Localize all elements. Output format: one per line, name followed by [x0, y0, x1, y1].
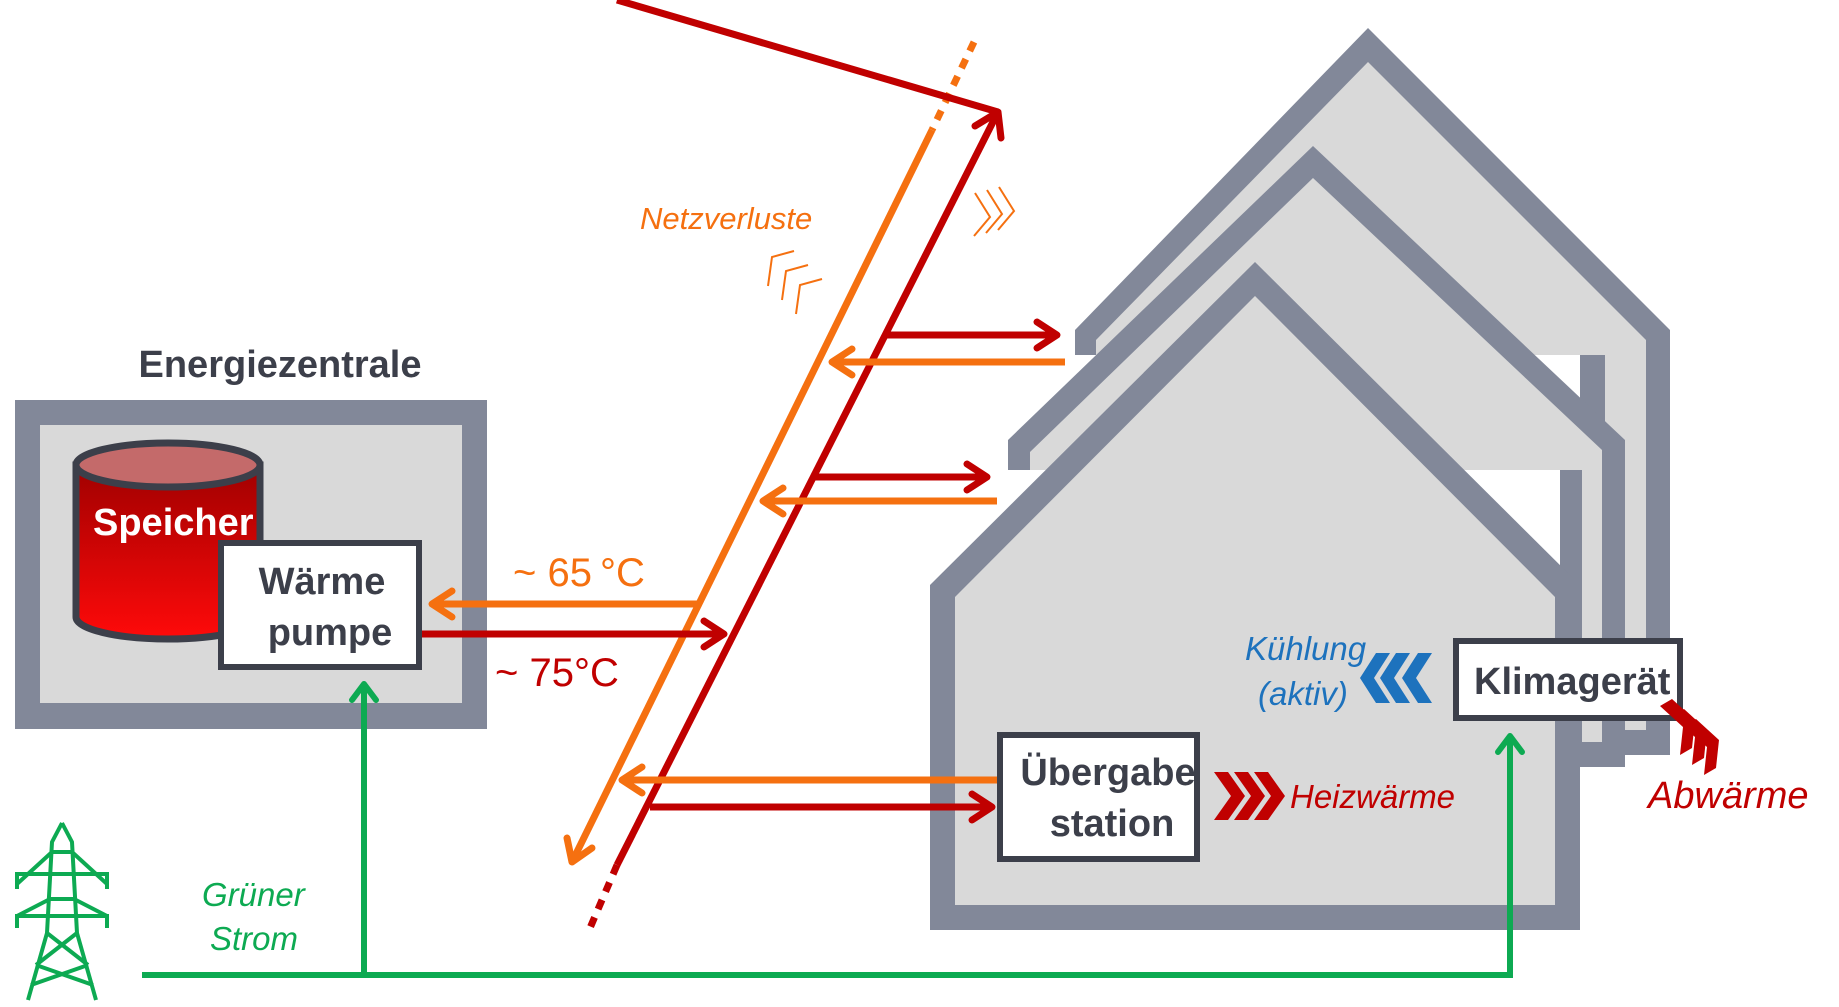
substation-label-1: Übergabe — [1020, 751, 1195, 794]
heat-pump-label-2: pumpe — [268, 612, 393, 654]
return-from-substation — [618, 763, 997, 797]
supply-temp-label: ~ 75°C — [495, 651, 619, 695]
heat-loss-right-icon — [973, 186, 1016, 237]
cooling-label-2: (aktiv) — [1258, 675, 1348, 712]
cooling-label-1: Kühlung — [1245, 630, 1367, 667]
storage-tank-icon — [72, 439, 264, 643]
return-to-heatpump — [428, 587, 698, 621]
supply-to-middle-house — [812, 460, 991, 494]
storage-label: Speicher — [93, 502, 254, 544]
power-pylon-icon — [15, 822, 109, 1001]
energiezentrale-title: Energiezentrale — [139, 344, 422, 386]
return-pipe-main — [563, 40, 978, 866]
heat-pump-box — [218, 540, 422, 670]
ac-unit-label: Klimagerät — [1474, 661, 1671, 703]
supply-to-back-house — [885, 318, 1061, 352]
supply-pipe-main — [586, 0, 1005, 930]
heat-loss-left-icon — [767, 250, 823, 315]
substation-label-2: station — [1050, 803, 1175, 845]
return-temp-label: ~ 65 °C — [513, 551, 645, 595]
cooling-chevrons-icon — [1360, 653, 1432, 703]
supply-from-heatpump — [422, 617, 728, 651]
waste-heat-chevrons-icon — [1660, 699, 1719, 775]
heating-chevrons-icon — [1214, 772, 1285, 820]
green-power-label-1: Grüner — [202, 876, 307, 913]
losses-label: Netzverluste — [640, 201, 812, 236]
supply-to-substation — [650, 790, 996, 824]
substation-box — [997, 732, 1200, 862]
return-from-back-house — [828, 345, 1065, 379]
return-from-middle-house — [759, 484, 997, 518]
green-power-label-2: Strom — [210, 920, 298, 957]
green-power-line — [142, 681, 1525, 978]
ac-unit-box — [1453, 638, 1683, 721]
heat-pump-label-1: Wärme — [259, 561, 386, 603]
waste-heat-label: Abwärme — [1646, 775, 1809, 817]
heating-label: Heizwärme — [1290, 778, 1455, 815]
